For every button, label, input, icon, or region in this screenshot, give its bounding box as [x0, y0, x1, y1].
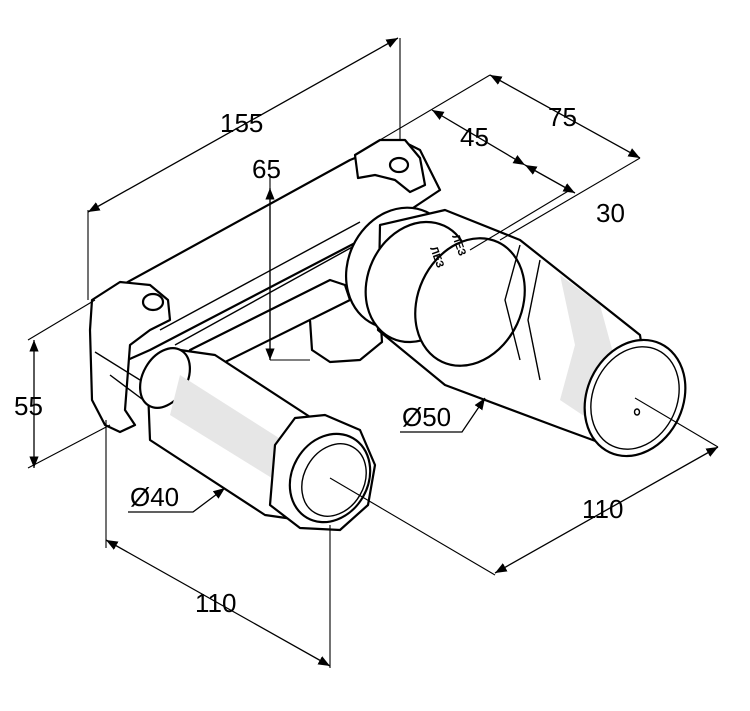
- leader-d50: [400, 397, 486, 433]
- label-45: 45: [460, 122, 489, 152]
- dim-line-75: [489, 74, 641, 159]
- label-d50: Ø50: [402, 402, 451, 432]
- dim-line-45: [431, 109, 526, 166]
- label-55: 55: [14, 391, 43, 421]
- leader-d40: [128, 487, 226, 513]
- mount-hole-rear: [388, 156, 410, 174]
- label-155: 155: [220, 108, 263, 138]
- label-65: 65: [252, 154, 281, 184]
- center-mark: [633, 408, 641, 416]
- mount-hole-front: [141, 292, 165, 312]
- dimension-labels: 155 65 75 45 30 55 Ø50 Ø40 110 110: [14, 102, 625, 618]
- extension-lines: [27, 38, 719, 668]
- dim-line-30: [524, 164, 576, 194]
- label-110-small: 110: [195, 588, 236, 618]
- label-75: 75: [548, 102, 577, 132]
- label-110-large: 110: [582, 494, 623, 524]
- small-cylinder: [139, 347, 377, 532]
- dim-line-155: [87, 37, 399, 213]
- large-cylinder: ЛЕЗ ЛЕЗ: [344, 206, 687, 458]
- label-d40: Ø40: [130, 482, 179, 512]
- dim-line-110-large: [494, 446, 719, 574]
- dimension-lines: [29, 37, 719, 667]
- dim-line-110-small: [105, 539, 331, 667]
- label-30: 30: [596, 198, 625, 228]
